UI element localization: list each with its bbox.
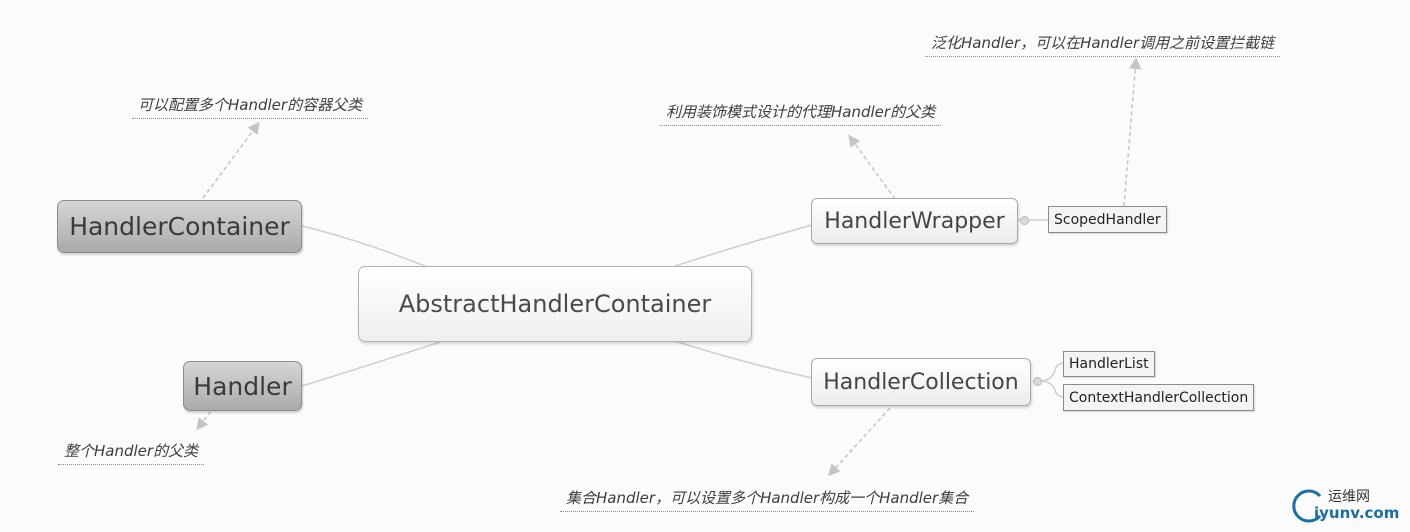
link-center-handlerwrapper: [674, 224, 813, 267]
link-center-handlercollection: [674, 340, 813, 379]
note-arrow-handler: [196, 405, 216, 431]
node-handler-wrapper: HandlerWrapper: [811, 198, 1018, 244]
note-arrow-handlercollection: [827, 407, 891, 477]
link-collection-handlerlist: [1039, 362, 1065, 382]
note-arrow-handlerwrapper: [848, 134, 896, 200]
node-abstract-handler-container: AbstractHandlerContainer: [358, 266, 752, 342]
node-scoped-handler: ScopedHandler: [1048, 206, 1167, 233]
node-handler-container: HandlerContainer: [57, 200, 302, 253]
note-scoped-handler: 泛化Handler，可以在Handler调用之前设置拦截链: [925, 32, 1281, 57]
node-context-handler-collection: ContextHandlerCollection: [1063, 384, 1255, 411]
node-handler: Handler: [183, 361, 302, 411]
link-center-handler: [301, 341, 441, 387]
node-handler-collection: HandlerCollection: [811, 358, 1031, 406]
watermark-logo-icon: [1292, 489, 1322, 523]
note-handler-collection: 集合Handler，可以设置多个Handler构成一个Handler集合: [560, 487, 975, 512]
collapse-knob-handler-wrapper: [1020, 216, 1029, 225]
note-handler: 整个Handler的父类: [58, 440, 205, 465]
node-handler-list: HandlerList: [1063, 351, 1155, 377]
collapse-knob-handler-collection: [1033, 377, 1042, 386]
note-handler-container: 可以配置多个Handler的容器父类: [132, 94, 369, 119]
link-collection-contexthandlercollection: [1039, 380, 1065, 398]
note-arrow-handlercontainer: [202, 121, 260, 199]
watermark-name: 运维网: [1328, 489, 1370, 505]
watermark-domain: iyunv.com: [1314, 504, 1400, 522]
site-watermark: 运维网 iyunv.com: [1286, 486, 1400, 526]
link-center-handlercontainer: [301, 225, 431, 269]
note-handler-wrapper: 利用装饰模式设计的代理Handler的父类: [660, 101, 942, 126]
note-arrow-scopedhandler: [1123, 57, 1142, 207]
